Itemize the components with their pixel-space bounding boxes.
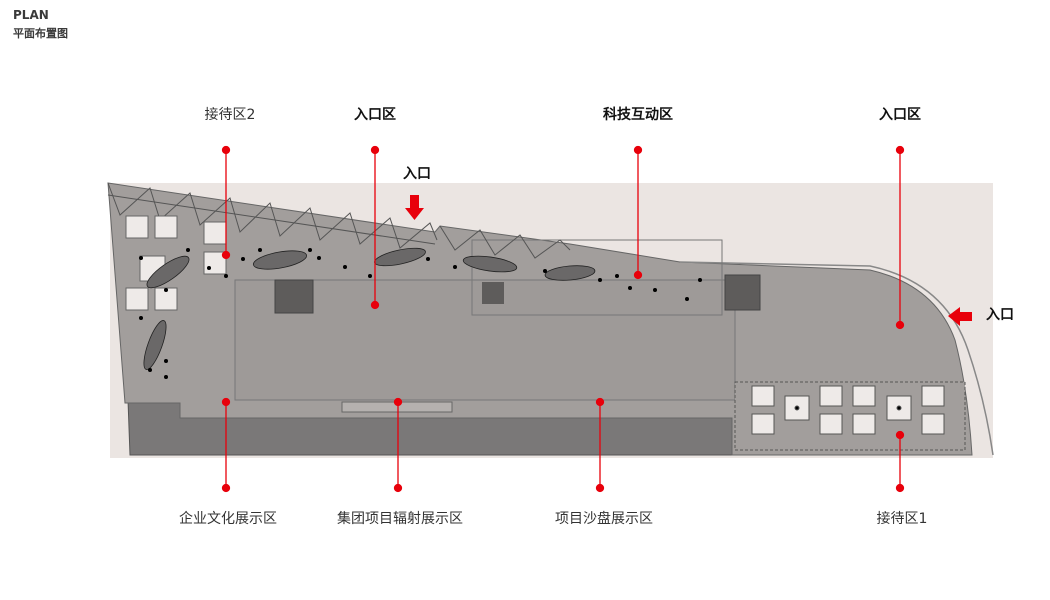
plan-title: PLAN <box>13 8 49 22</box>
lighting-dots <box>139 248 702 379</box>
label-entrance-zone-2: 入口区 <box>879 107 921 123</box>
plan-subtitle: 平面布置图 <box>13 27 68 40</box>
column-2 <box>482 282 504 304</box>
label-reception-1: 接待区1 <box>876 511 928 527</box>
label-entrance-zone-1: 入口区 <box>354 107 396 123</box>
roof-truss <box>107 182 571 259</box>
reception-1 <box>734 381 966 451</box>
label-tech-interaction-zone: 科技互动区 <box>603 107 673 123</box>
label-reception-2: 接待区2 <box>204 107 256 123</box>
column-1 <box>274 279 314 314</box>
label-group-projects: 集团项目辐射展示区 <box>337 511 463 527</box>
arrow-left-icon <box>948 307 972 326</box>
glass-facade <box>679 261 994 456</box>
label-corporate-culture: 企业文化展示区 <box>179 511 277 527</box>
callout-lines <box>221 145 905 493</box>
label-entrance-right: 入口 <box>986 307 1014 323</box>
tech-zone-wall <box>471 239 723 316</box>
fish-sculptures <box>143 247 596 370</box>
column-3 <box>724 274 761 311</box>
arrow-down-icon <box>405 195 424 220</box>
label-entrance-top: 入口 <box>403 166 431 182</box>
label-sand-table: 项目沙盘展示区 <box>555 511 653 527</box>
